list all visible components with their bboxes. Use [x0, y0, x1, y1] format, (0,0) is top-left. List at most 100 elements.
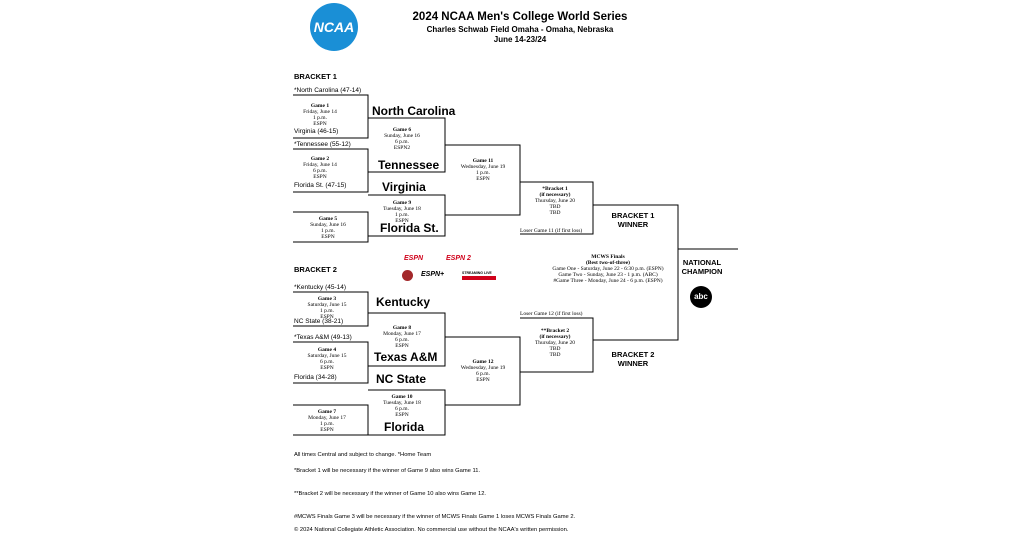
game-1-time: 1 p.m.	[313, 115, 327, 121]
game-6-info: Game 6 Sunday, June 16 6 p.m. ESPN2	[376, 127, 428, 151]
game-2-info: Game 2 Friday, June 14 6 p.m. ESPN	[296, 156, 344, 180]
line-g12	[445, 336, 521, 406]
line-g1	[293, 94, 369, 139]
bracket-1-title: BRACKET 1	[294, 72, 337, 81]
b1-final-line2: TBD	[549, 210, 561, 216]
copyright: © 2024 National Collegiate Athletic Asso…	[294, 527, 569, 533]
line-g7	[293, 404, 369, 436]
omaha-logo	[402, 270, 413, 281]
r2-kentucky: Kentucky	[376, 295, 431, 309]
b1-final-name: *Bracket 1	[542, 186, 568, 192]
b2-final-name: **Bracket 2	[540, 328, 570, 334]
game-3-time: 1 p.m.	[320, 308, 334, 314]
line-b1	[520, 181, 594, 235]
game-7-time: 1 p.m.	[320, 421, 334, 427]
r2-texas-am: Texas A&M	[374, 350, 438, 364]
game-4-info: Game 4 Saturday, June 15 6 p.m. ESPN	[296, 347, 358, 371]
footnote-finals: #MCWS Finals Game 3 will be necessary if…	[294, 514, 576, 520]
winner-1-line1: BRACKET 1	[611, 211, 655, 220]
b1-final-note: (if necessary)	[539, 192, 571, 198]
r2-florida-st: Florida St.	[380, 221, 439, 235]
game-8-date: Monday, June 17	[383, 331, 421, 337]
game-5-name: Game 5	[318, 216, 338, 222]
ncaa-logo: NCAA	[304, 2, 364, 52]
game-10-name: Game 10	[391, 394, 413, 400]
game-5-time: 1 p.m.	[321, 228, 335, 234]
game-9-time: 1 p.m.	[395, 212, 409, 218]
game-7-name: Game 7	[317, 409, 337, 415]
dates: June 14-23/24	[493, 35, 547, 44]
finals-info: MCWS Finals (Best two-of-three) Game One…	[540, 254, 676, 284]
game-10-info: Game 10 Tuesday, June 18 6 p.m. ESPN	[376, 394, 428, 418]
game-12-name: Game 12	[472, 359, 494, 365]
game-8-info: Game 8 Monday, June 17 6 p.m. ESPN	[376, 325, 428, 349]
bracket-2-winner: BRACKET 2 WINNER	[611, 350, 655, 368]
team-seed-8: Florida (34-28)	[294, 374, 337, 381]
bracket-2-final-info: **Bracket 2 (if necessary) Thursday, Jun…	[524, 328, 586, 358]
r2-nc-state: NC State	[376, 372, 427, 386]
game-9-date: Tuesday, June 18	[383, 206, 421, 212]
line-g8	[368, 312, 446, 367]
finals-game-2: Game Two - Sunday, June 23 - 1 p.m. (ABC…	[558, 272, 658, 278]
footnote-times: All times Central and subject to change.…	[294, 452, 432, 458]
finals-subtitle: (Best two-of-three)	[585, 260, 631, 266]
winner-1-line2: WINNER	[617, 220, 649, 229]
r2-tennessee: Tennessee	[378, 158, 440, 172]
game-1-net: ESPN	[313, 121, 327, 127]
game-5-info: Game 5 Sunday, June 16 1 p.m. ESPN	[296, 216, 360, 240]
game-11-date: Wednesday, June 19	[460, 164, 506, 170]
game-1-info: Game 1 Friday, June 14 1 p.m. ESPN	[296, 103, 344, 127]
streaming-text: STREAMING LIVE	[462, 271, 492, 275]
game-12-time: 6 p.m.	[476, 371, 490, 377]
game-5-date: Sunday, June 16	[310, 222, 346, 228]
finals-title: MCWS Finals	[591, 254, 625, 260]
b2-final-line1: TBD	[549, 346, 561, 352]
team-seed-6: NC State (38-21)	[294, 318, 344, 325]
team-seed-4: Florida St. (47-15)	[294, 182, 347, 189]
champ-line2: CHAMPION	[681, 267, 723, 276]
footnote-bracket-1: *Bracket 1 will be necessary if the winn…	[294, 468, 481, 474]
game-1-name: Game 1	[310, 103, 330, 109]
game-8-time: 6 p.m.	[395, 337, 409, 343]
venue: Charles Schwab Field Omaha - Omaha, Nebr…	[426, 25, 614, 34]
b2-final-note: (if necessary)	[539, 334, 571, 340]
champ-line1: NATIONAL	[682, 258, 722, 267]
team-seed-3: *Tennessee (55-12)	[294, 141, 351, 148]
game-10-time: 6 p.m.	[395, 406, 409, 412]
bracket-2-title: BRACKET 2	[294, 265, 337, 274]
game-2-date: Friday, June 14	[303, 162, 337, 168]
game-11-info: Game 11 Wednesday, June 19 1 p.m. ESPN	[452, 158, 514, 182]
game-4-date: Saturday, June 15	[307, 353, 347, 359]
game-9-net: ESPN	[395, 218, 409, 224]
loser-game-12: Loser Game 12 (if first loss)	[520, 311, 583, 317]
game-8-name: Game 8	[392, 325, 412, 331]
espnplus-logo: ESPN+	[421, 271, 445, 278]
b1-final-date: Thursday, June 20	[534, 198, 576, 204]
game-3-net: ESPN	[320, 314, 334, 320]
line-g11	[445, 144, 521, 216]
game-12-date: Wednesday, June 19	[460, 365, 506, 371]
game-9-info: Game 9 Tuesday, June 18 1 p.m. ESPN	[376, 200, 428, 224]
finals-game-1: Game One - Saturday, June 22 - 6:30 p.m.…	[552, 266, 664, 272]
team-seed-2: Virginia (46-15)	[294, 128, 339, 135]
game-4-name: Game 4	[317, 347, 337, 353]
game-6-time: 6 p.m.	[395, 139, 409, 145]
team-seed-7: *Texas A&M (49-13)	[294, 334, 352, 341]
streaming-bar	[462, 276, 496, 280]
bracket-1-winner: BRACKET 1 WINNER	[611, 211, 655, 229]
line-b2	[520, 317, 594, 373]
game-8-net: ESPN	[395, 343, 409, 349]
r2-florida: Florida	[384, 420, 425, 434]
b2-final-date: Thursday, June 20	[534, 340, 576, 346]
game-9-name: Game 9	[392, 200, 412, 206]
line-g4	[293, 341, 369, 384]
page-title: 2024 NCAA Men's College World Series	[412, 11, 628, 23]
winner-2-line2: WINNER	[617, 359, 649, 368]
loser-game-11: Loser Game 11 (if first loss)	[520, 228, 583, 234]
line-g10	[368, 389, 446, 436]
espn2-logo: ESPN 2	[446, 255, 471, 262]
game-2-net: ESPN	[313, 174, 327, 180]
espn-logo: ESPN	[404, 255, 424, 262]
logo-text: NCAA	[314, 19, 354, 35]
